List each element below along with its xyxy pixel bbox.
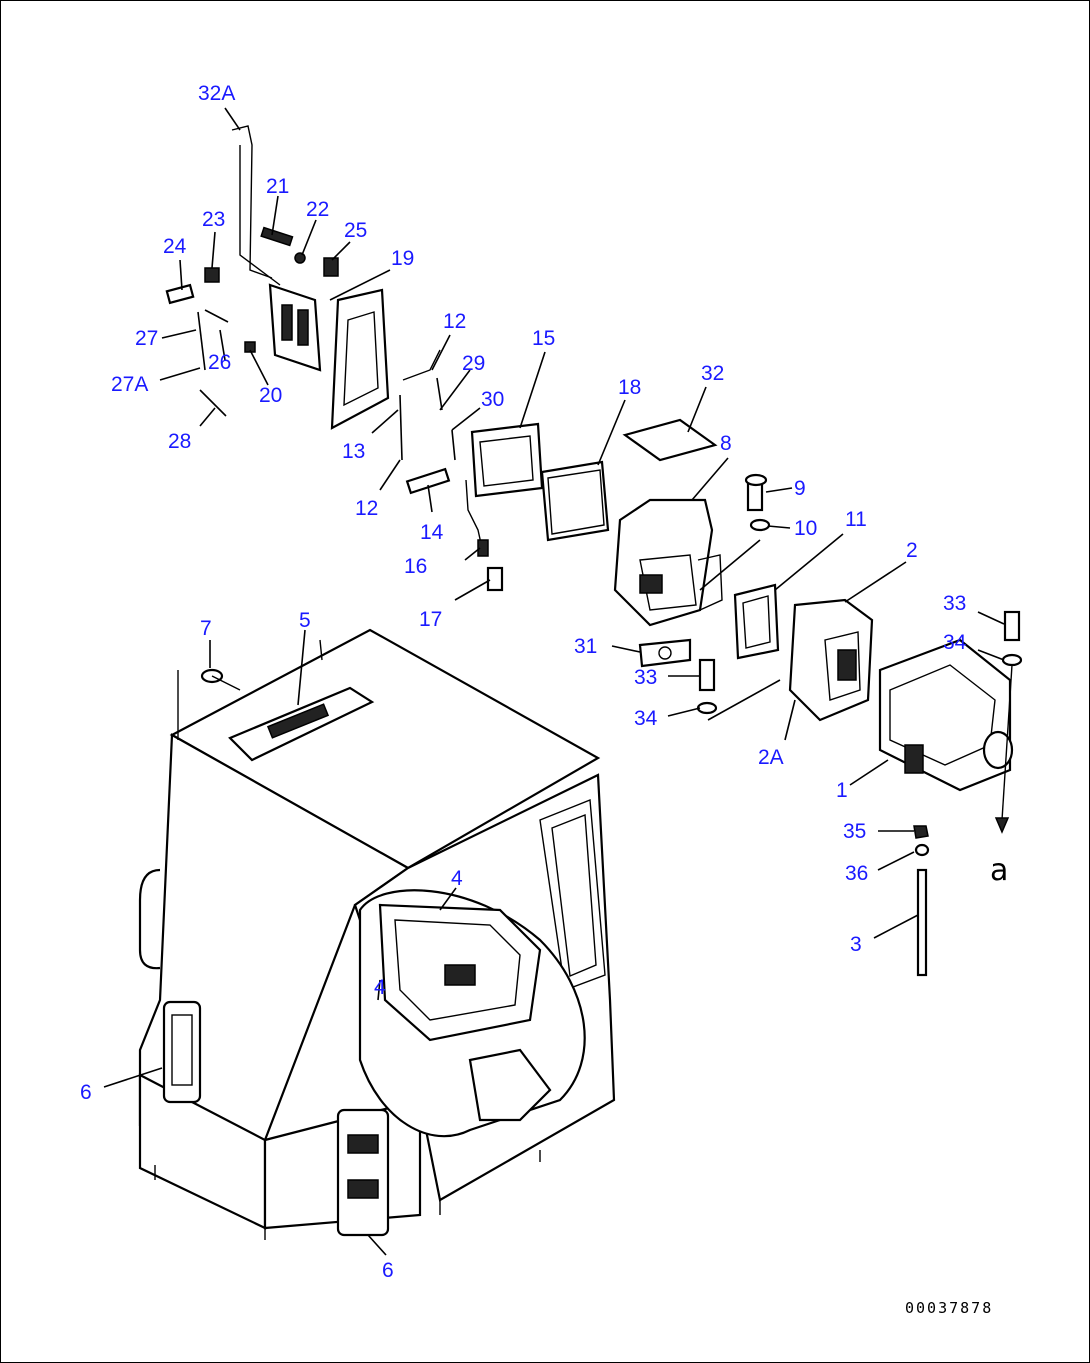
callout-21: 21 xyxy=(266,175,289,198)
callout-5: 5 xyxy=(299,609,311,632)
callout-14: 14 xyxy=(420,521,444,544)
callout-3: 3 xyxy=(850,933,862,956)
reference-letter: a xyxy=(990,853,1008,888)
callout-27A: 27A xyxy=(111,373,148,396)
callout-16: 16 xyxy=(404,555,427,578)
air-case-upper xyxy=(613,418,771,668)
callout-35: 35 xyxy=(843,820,866,843)
lower-duct-outlet xyxy=(336,1108,390,1237)
callout-34-mid: 34 xyxy=(634,707,658,730)
callout-26: 26 xyxy=(208,351,231,374)
callout-24: 24 xyxy=(163,235,187,258)
side-duct-outlet xyxy=(162,1000,202,1104)
callout-20: 20 xyxy=(259,384,282,407)
callout-30: 30 xyxy=(481,388,504,411)
callout-12-top: 12 xyxy=(443,310,466,333)
callout-7: 7 xyxy=(200,617,212,640)
callout-13: 13 xyxy=(342,440,365,463)
callout-19: 19 xyxy=(391,247,414,270)
callout-4-upper: 4 xyxy=(451,867,463,890)
callout-31: 31 xyxy=(574,635,597,658)
callout-23: 23 xyxy=(202,208,225,231)
callout-1: 1 xyxy=(836,779,848,802)
callout-34-right: 34 xyxy=(943,631,967,654)
callout-32A: 32A xyxy=(198,82,235,105)
callout-8: 8 xyxy=(720,432,732,455)
callout-6-left: 6 xyxy=(80,1081,92,1104)
callout-15: 15 xyxy=(532,327,555,350)
callout-18: 18 xyxy=(618,376,641,399)
callout-36: 36 xyxy=(845,862,868,885)
callout-6-bottom: 6 xyxy=(382,1259,394,1282)
callout-11: 11 xyxy=(845,508,867,531)
callout-10: 10 xyxy=(794,517,817,540)
callout-32: 32 xyxy=(701,362,724,385)
callout-4-lower: 4 xyxy=(374,976,386,999)
callout-9: 9 xyxy=(794,477,806,500)
roof-clamp xyxy=(200,668,241,691)
callout-33-mid: 33 xyxy=(634,666,657,689)
blower-housing xyxy=(696,583,874,722)
callout-22: 22 xyxy=(306,198,329,221)
callout-12-bottom: 12 xyxy=(355,497,378,520)
heater-unit xyxy=(878,610,1023,977)
control-panel-group xyxy=(165,125,390,430)
callout-29: 29 xyxy=(462,352,485,375)
callout-2A: 2A xyxy=(758,746,784,769)
callout-27: 27 xyxy=(135,327,158,350)
filter-group xyxy=(399,349,610,592)
callout-25: 25 xyxy=(344,219,367,242)
gasket-32 xyxy=(622,418,718,462)
callout-2: 2 xyxy=(906,539,918,562)
callout-labels: 32A 21 22 23 24 25 19 27 26 27A 20 28 12… xyxy=(80,82,967,1282)
leader-lines xyxy=(103,107,1005,1256)
roof-duct xyxy=(228,686,375,762)
callout-28: 28 xyxy=(168,430,191,453)
frame-11 xyxy=(733,583,780,660)
drawing-number: 00037878 xyxy=(905,1299,993,1317)
callout-33-right: 33 xyxy=(943,592,966,615)
callout-17: 17 xyxy=(419,608,442,631)
grab-handle xyxy=(138,868,161,970)
